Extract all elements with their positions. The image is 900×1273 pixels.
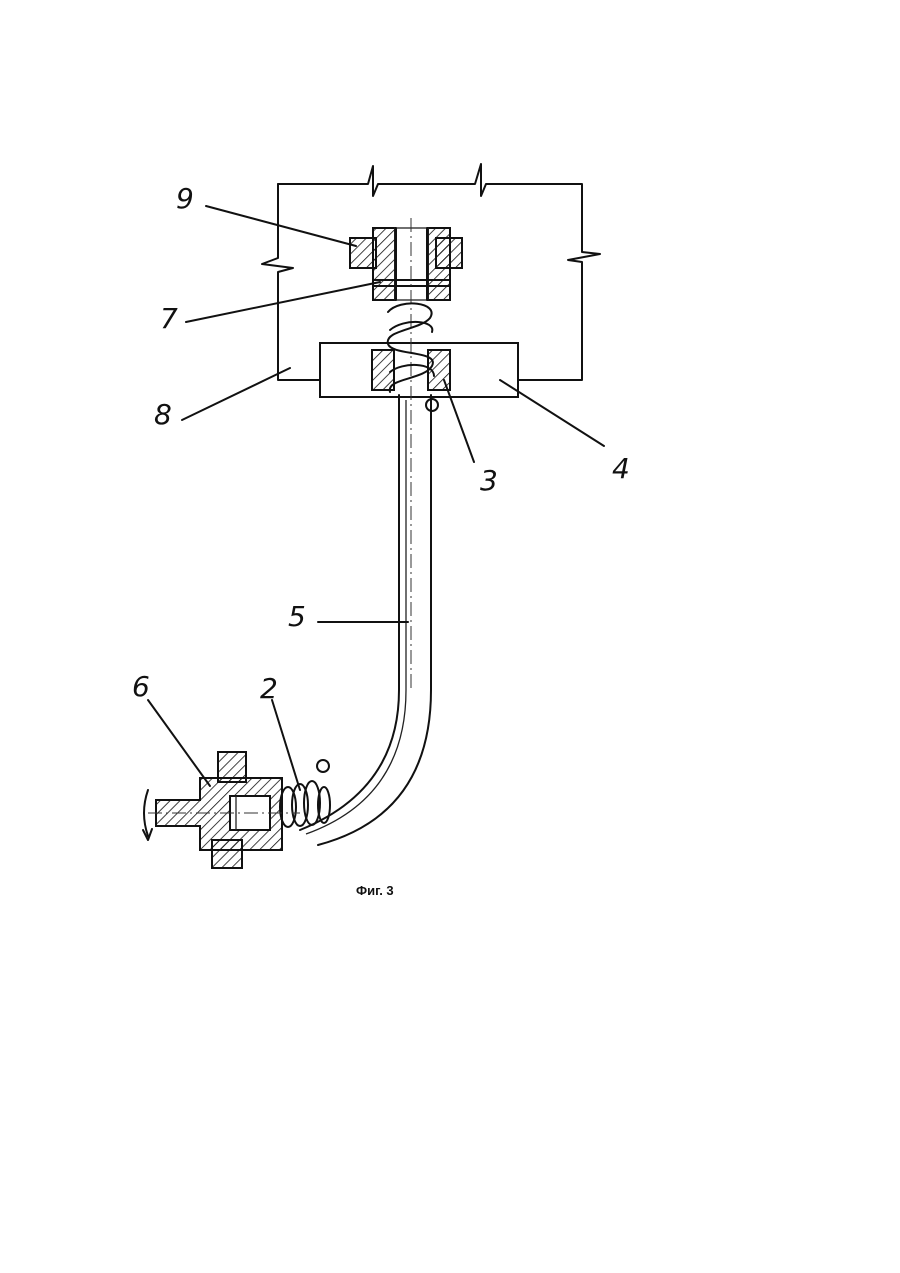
label-5: 5 — [288, 600, 306, 633]
label-9: 9 — [176, 182, 194, 215]
pin-lower — [317, 760, 329, 772]
figure-caption: Фиг. 3 — [356, 883, 394, 898]
label-2: 2 — [260, 672, 278, 705]
plate-4 — [320, 343, 518, 397]
label-4: 4 — [612, 452, 630, 485]
housing-7 — [373, 228, 450, 300]
label-8: 8 — [154, 398, 172, 431]
label-6: 6 — [132, 670, 150, 703]
coupling-6 — [143, 752, 300, 868]
label-7: 7 — [160, 302, 178, 335]
flexible-shaft-5 — [300, 218, 431, 845]
label-3: 3 — [480, 464, 498, 497]
